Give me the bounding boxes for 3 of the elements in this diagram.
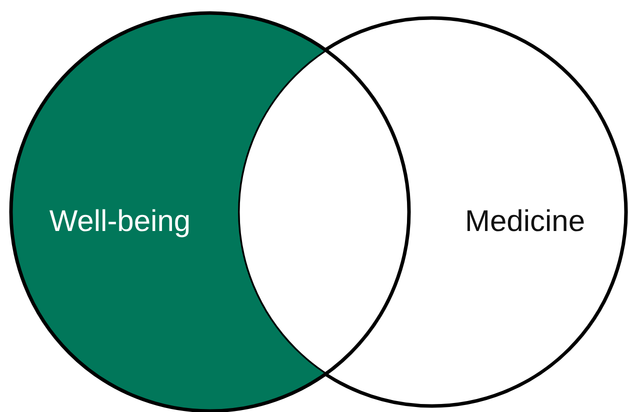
venn-circle	[9, 11, 411, 412]
circle-label: Medicine	[464, 205, 586, 239]
circle-label: Well-being	[49, 205, 191, 239]
